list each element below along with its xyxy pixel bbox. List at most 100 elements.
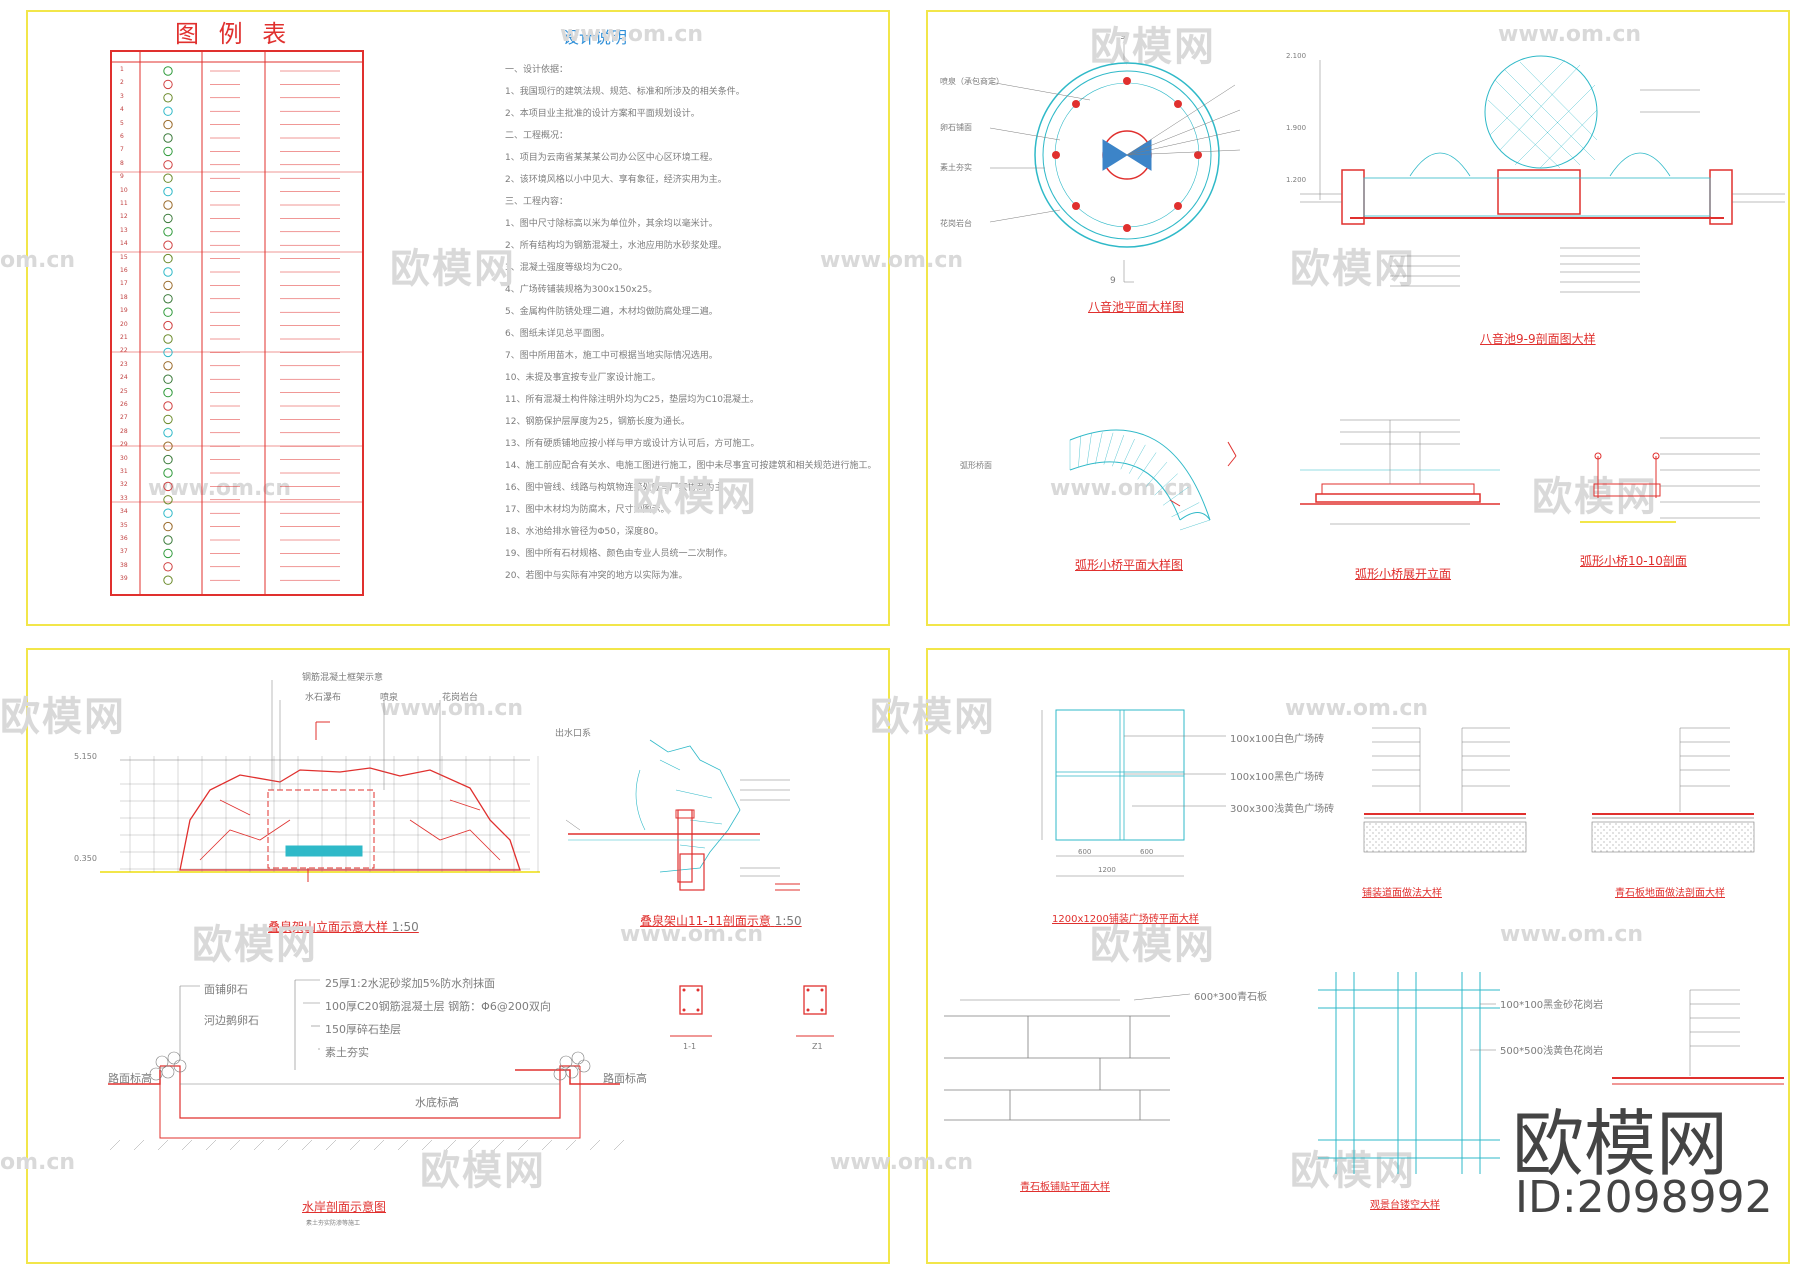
note-line: 17、图中木材均为防腐木，尺寸如图示。 xyxy=(505,505,670,515)
legend-row: 26 xyxy=(110,401,364,413)
watermark-url-7: www.om.cn xyxy=(1285,696,1429,721)
bridge-elev-label: 弧形小桥展开立面 xyxy=(1355,567,1452,581)
legend-symbol-icon xyxy=(163,66,173,76)
bridge-plank xyxy=(1078,435,1081,467)
bridge-plank xyxy=(1162,486,1189,506)
sheet-legend-notes xyxy=(26,10,890,626)
note-line: 14、施工前应配合有关水、电施工图进行施工，图中未尽事宜可按建筑和相关规范进行施… xyxy=(505,461,877,471)
tile-section-1 xyxy=(1363,727,1527,853)
legend-symbol-icon xyxy=(163,401,173,411)
watermark-url-12: www.om.cn xyxy=(830,1150,974,1175)
legend-row: 36 xyxy=(110,535,364,547)
legend-row-number: 10 xyxy=(120,186,128,194)
note-line: 18、水池给排水管径为Φ50，深度80。 xyxy=(505,527,664,537)
legend-row: 11 xyxy=(110,200,364,212)
column-details xyxy=(670,985,834,1037)
legend-row-number: 22 xyxy=(120,347,128,355)
legend-row-number: 19 xyxy=(120,307,128,315)
dim-1200: 1200 xyxy=(1098,866,1116,874)
ground-hatch xyxy=(277,1139,289,1151)
legend-row: 31 xyxy=(110,468,364,480)
notes-title: 设计说明 xyxy=(563,28,628,47)
callout-granite-top: 花岗岩台 xyxy=(442,693,479,703)
pool-layer-3: 150厚碎石垫层 xyxy=(325,1023,401,1036)
legend-row-number: 24 xyxy=(120,374,128,382)
callout-fountain: 喷泉（承包商定） xyxy=(940,77,1004,86)
detail-label-z1: Z1 xyxy=(812,1042,823,1051)
legend-row-number: 3 xyxy=(120,92,124,100)
watermark-1: 欧模网 xyxy=(1090,24,1216,70)
ground-hatch xyxy=(373,1139,385,1151)
note-line: 16、图中管线、线路与构筑物连接处应与厂家协商为主。 xyxy=(505,483,733,493)
legend-row-number: 27 xyxy=(120,414,128,422)
falls-elev-label: 叠泉架山立面示意大样 1:50 xyxy=(268,918,419,935)
callout-granite: 花岗岩台 xyxy=(940,219,972,228)
bridge-plank xyxy=(1146,461,1168,487)
legend-row: 18 xyxy=(110,294,364,306)
pool-label-pebble: 面铺卵石 xyxy=(204,983,248,996)
pool-stone xyxy=(559,1055,573,1069)
legend-row-number: 13 xyxy=(120,226,128,234)
falls-section xyxy=(565,739,800,891)
octagon-plan-label: 八音池平面大样图 xyxy=(1088,300,1185,314)
bridge-plank xyxy=(1154,473,1178,496)
legend-row: 6 xyxy=(110,133,364,145)
watermark-10: 欧模网 xyxy=(420,1148,546,1194)
falls-section-scale: 1:50 xyxy=(774,914,802,928)
tile-plan-label: 1200x1200铺装广场砖平面大样 xyxy=(1052,914,1199,925)
pool-section xyxy=(108,979,625,1151)
legend-row-number: 17 xyxy=(120,280,128,288)
pool-section-label: 水岸剖面示意图 xyxy=(302,1200,387,1214)
legend-row-number: 34 xyxy=(120,508,128,516)
watermark-5: 欧模网 xyxy=(1532,474,1658,520)
dim-600-a: 600 xyxy=(1078,848,1092,856)
pool-layer-4: 素土夯实 xyxy=(325,1046,369,1059)
pool-stone xyxy=(571,1051,585,1065)
tile-callout-black: 100x100黑色广场砖 xyxy=(1230,772,1325,783)
legend-symbol-icon xyxy=(163,267,173,277)
legend-row-number: 33 xyxy=(120,494,128,502)
pergola-plan xyxy=(1318,972,1500,1174)
watermark-url-11: om.cn xyxy=(0,1150,76,1175)
legend-row: 23 xyxy=(110,361,364,373)
legend-row-number: 31 xyxy=(120,468,128,475)
legend-row-number: 23 xyxy=(120,360,128,368)
watermark-6: 欧模网 xyxy=(0,694,126,740)
ground-hatch xyxy=(301,1139,313,1151)
callout-frame: 钢筋混凝土框架示意 xyxy=(302,673,384,683)
pool-stone xyxy=(161,1065,175,1079)
legend-row: 19 xyxy=(110,307,364,319)
legend-row: 39 xyxy=(110,575,364,587)
pool-stone xyxy=(149,1067,163,1081)
legend-row-number: 1 xyxy=(120,66,124,73)
legend-symbol-icon xyxy=(163,119,173,130)
legend-row: 8 xyxy=(110,160,364,172)
pool-layer-2: 100厚C20钢筋混凝土层 钢筋：Φ6@200双向 xyxy=(325,1000,551,1013)
legend-row-number: 8 xyxy=(120,159,124,167)
watermark-url-3: www.om.cn xyxy=(820,248,964,273)
ground-hatch xyxy=(253,1139,265,1151)
legend-row: 17 xyxy=(110,280,364,292)
legend-symbol-icon xyxy=(163,106,173,116)
falls-elev-title: 叠泉架山立面示意大样 xyxy=(268,920,389,934)
note-line: 12、钢筋保护层厚度为25，钢筋长度为通长。 xyxy=(505,417,690,427)
note-line: 2、该环境风格以小中见大、享有象征，经济实用为主。 xyxy=(505,175,727,185)
legend-row-number: 9 xyxy=(120,173,124,181)
legend-row-number: 38 xyxy=(120,561,128,569)
legend-symbols xyxy=(163,66,340,585)
legend-row: 15 xyxy=(110,254,364,266)
watermark-3: 欧模网 xyxy=(1290,246,1416,292)
bridge-section-label: 弧形小桥10-10剖面 xyxy=(1580,554,1687,568)
callout-spray: 喷泉 xyxy=(380,693,399,703)
bridge-plank xyxy=(1171,502,1200,518)
ground-hatch xyxy=(349,1139,361,1151)
legend-symbol-icon xyxy=(163,414,173,425)
note-line: 7、图中所用苗木，施工中可根据当地实际情况选用。 xyxy=(505,351,718,361)
falls-section-title: 叠泉架山11-11剖面示意 xyxy=(640,914,771,928)
legend-symbol-icon xyxy=(163,334,173,344)
note-line: 10、未提及事宜按专业厂家设计施工。 xyxy=(505,373,661,383)
note-line: 6、图纸未详见总平面图。 xyxy=(505,329,610,339)
tile-section-2 xyxy=(1591,727,1755,853)
watermark-2: 欧模网 xyxy=(390,246,516,292)
legend-row: 37 xyxy=(110,548,364,560)
